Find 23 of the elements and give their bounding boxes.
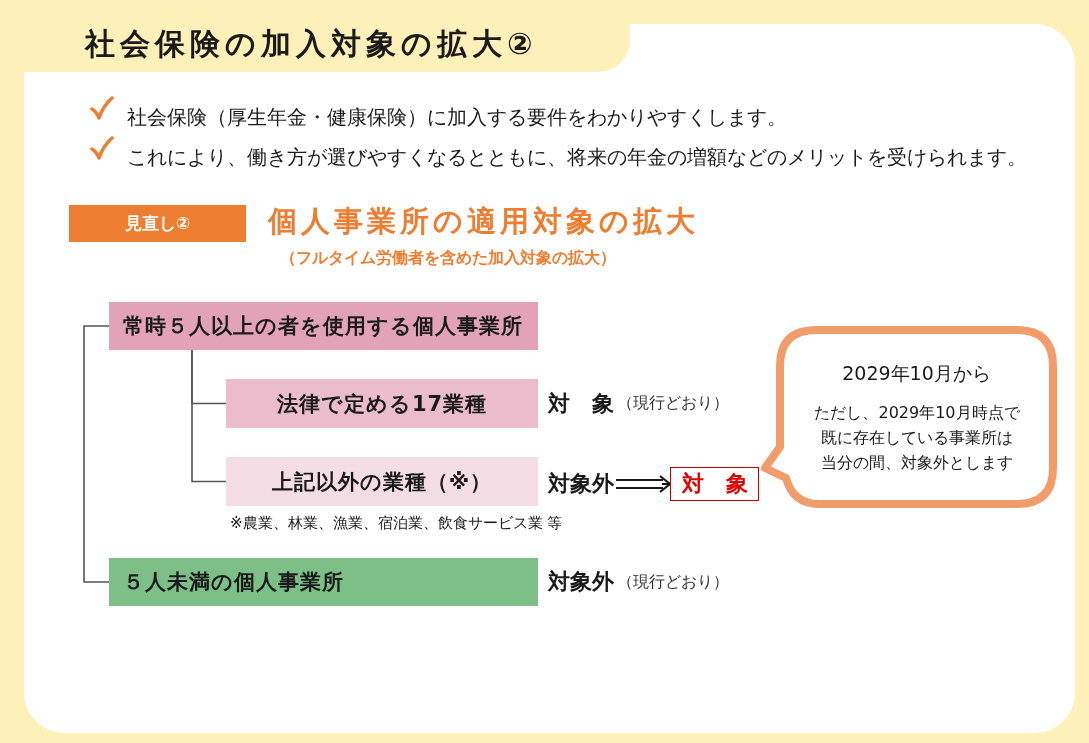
category-box: 常時５人以上の者を使用する個人事業所 <box>109 302 538 350</box>
category-box: 上記以外の業種（※） <box>226 457 538 506</box>
note-text: （現行どおり） <box>617 571 729 593</box>
speech-bubble <box>761 326 1057 508</box>
double-arrow <box>615 474 672 494</box>
status-text: 対象外 <box>548 568 614 596</box>
slide-title: 社会保険の加入対象の拡大② <box>85 25 538 63</box>
connector-line <box>191 349 227 483</box>
status-text: 対象外 <box>548 468 614 500</box>
section-subheading: （フルタイム労働者を含めた加入対象の拡大） <box>280 247 616 269</box>
status-box: 対 象 <box>670 467 759 501</box>
category-box: ５人未満の個人事業所 <box>109 558 538 606</box>
footnote-text: ※農業、林業、漁業、宿泊業、飲食サービス業 等 <box>230 513 563 533</box>
connector-line <box>83 325 110 583</box>
bullet-text: 社会保険（厚生年金・健康保険）に加入する要件をわかりやすくします。 <box>127 104 787 131</box>
status-text: 対 象 <box>548 389 614 418</box>
section-heading: 個人事業所の適用対象の拡大 <box>268 203 699 240</box>
category-box: 法律で定める17業種 <box>226 379 538 428</box>
bullet-text: これにより、働き方が選びやすくなるとともに、将来の年金の増額などのメリットを受けられます。 <box>127 144 1027 171</box>
note-text: （現行どおり） <box>617 393 729 414</box>
bubble-text: ただし、2029年10月時点で既に存在している事業所は当分の間、対象外とします <box>813 402 1021 474</box>
bubble-heading: 2029年10月から <box>841 361 992 386</box>
section-badge: 見直し② <box>69 205 246 242</box>
